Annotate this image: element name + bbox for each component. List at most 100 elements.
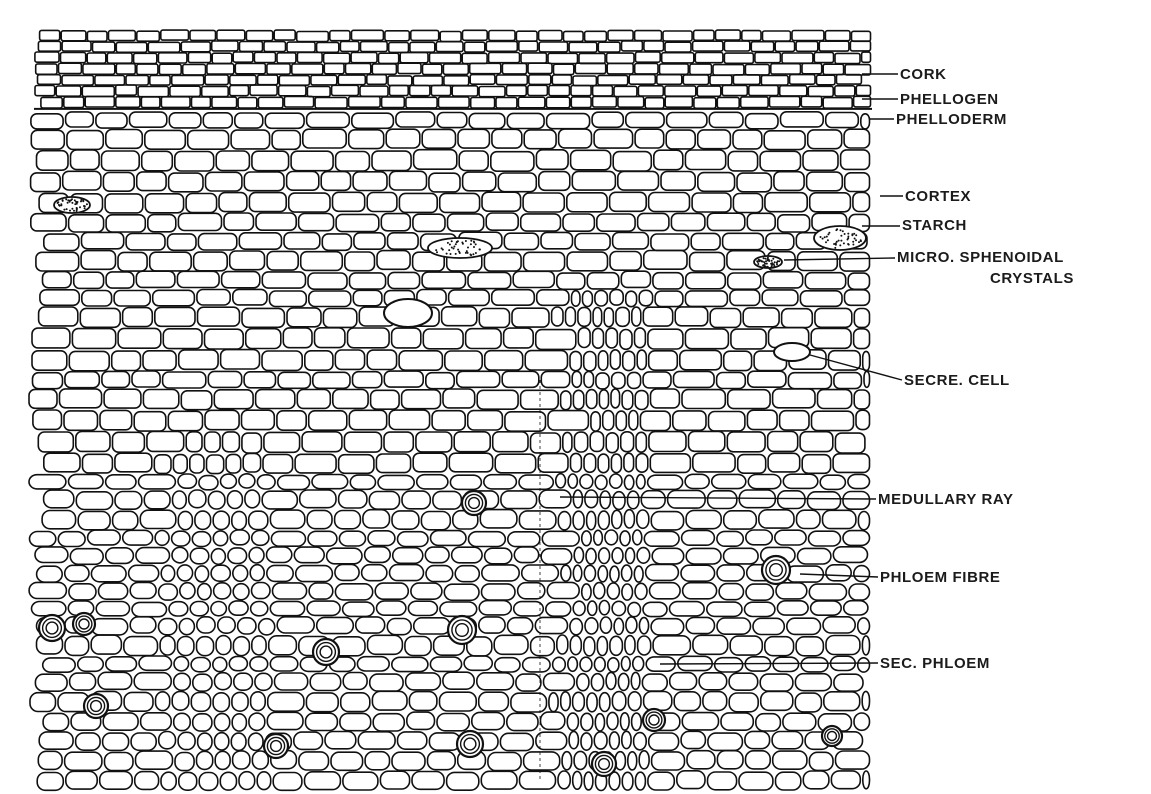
parenchyma-cell [333, 390, 368, 409]
parenchyma-cell [570, 351, 581, 370]
parenchyma-cell [69, 351, 109, 370]
parenchyma-cell [381, 214, 410, 231]
parenchyma-cell [516, 674, 541, 691]
phloem-fibre-cell [592, 752, 616, 776]
parenchyma-cell [100, 771, 133, 789]
parenchyma-cell [235, 113, 263, 128]
parenchyma-cell [339, 455, 374, 474]
parenchyma-cell [626, 617, 637, 633]
parenchyma-cell [800, 291, 842, 307]
parenchyma-cell [568, 657, 578, 671]
parenchyma-cell [682, 390, 725, 409]
parenchyma-cell [306, 693, 338, 712]
parenchyma-cell [273, 583, 307, 599]
parenchyma-cell [255, 673, 272, 690]
parenchyma-cell [841, 150, 870, 170]
parenchyma-cell [577, 674, 589, 691]
parenchyma-cell [675, 307, 708, 326]
parenchyma-cell [287, 172, 319, 191]
parenchyma-cell [33, 373, 63, 389]
parenchyma-cell [148, 215, 176, 232]
parenchyma-cell [653, 636, 690, 655]
parenchyma-cell [668, 490, 706, 508]
label-secre-cell: SECRE. CELL [904, 372, 1010, 389]
parenchyma-cell [504, 328, 534, 348]
parenchyma-cell [409, 692, 437, 711]
cork-cell [665, 86, 696, 96]
parenchyma-cell [76, 432, 110, 452]
parenchyma-cell [208, 371, 241, 387]
phloem-fibre-cell [822, 726, 842, 746]
parenchyma-cell [430, 657, 461, 671]
parenchyma-cell [256, 390, 295, 409]
cork-cell [360, 86, 388, 96]
cork-cell [529, 75, 551, 85]
cork-cell [638, 86, 663, 96]
cork-cell [126, 75, 148, 85]
parenchyma-cell [377, 601, 406, 615]
parenchyma-cell [72, 329, 115, 349]
cork-cell [733, 75, 760, 85]
parenchyma-cell [76, 492, 112, 510]
parenchyma-cell [297, 390, 330, 409]
parenchyma-cell [118, 252, 147, 271]
parenchyma-cell [37, 773, 63, 791]
parenchyma-cell [309, 583, 333, 599]
parenchyma-cell [561, 391, 571, 410]
cork-cell [862, 52, 871, 62]
parenchyma-cell [626, 291, 637, 307]
parenchyma-cell [508, 532, 540, 547]
parenchyma-cell [649, 193, 690, 212]
parenchyma-cell [798, 252, 838, 271]
parenchyma-cell [230, 251, 265, 270]
parenchyma-cell [820, 475, 845, 489]
parenchyma-cell [612, 692, 625, 711]
parenchyma-cell [414, 150, 457, 170]
parenchyma-cell [781, 112, 824, 127]
parenchyma-cell [267, 565, 293, 581]
parenchyma-cell [592, 112, 623, 127]
cork-cell [436, 42, 463, 52]
parenchyma-cell [141, 713, 172, 730]
parenchyma-cell [834, 373, 862, 389]
parenchyma-cell [670, 673, 697, 690]
parenchyma-cell [213, 511, 229, 529]
cork-cell [367, 75, 387, 85]
parenchyma-cell [299, 214, 334, 231]
parenchyma-cell [284, 233, 320, 249]
parenchyma-cell [140, 510, 176, 528]
parenchyma-cell [205, 410, 239, 429]
cork-cell [398, 63, 421, 73]
parenchyma-cell [106, 475, 136, 489]
label-phelloderm: PHELLODERM [896, 111, 1007, 128]
parenchyma-cell [172, 691, 189, 710]
parenchyma-cell [448, 214, 484, 231]
cork-cell [379, 53, 399, 63]
parenchyma-cell [539, 490, 571, 508]
parenchyma-cell [584, 772, 593, 790]
parenchyma-cell [774, 172, 804, 191]
phloem-fibre-cell [84, 694, 108, 718]
cork-cell [823, 98, 852, 109]
parenchyma-cell [265, 113, 304, 128]
parenchyma-cell [67, 131, 103, 150]
parenchyma-cell [823, 510, 856, 528]
parenchyma-cell [649, 733, 679, 750]
cork-cell [549, 86, 570, 96]
parenchyma-cell [782, 309, 813, 328]
parenchyma-cell [826, 636, 860, 655]
parenchyma-cell [810, 193, 851, 212]
parenchyma-cell [787, 618, 821, 634]
parenchyma-cell [175, 753, 194, 771]
parenchyma-cell [637, 510, 649, 528]
parenchyma-cell [245, 490, 260, 508]
parenchyma-cell [780, 411, 809, 430]
cork-cell [107, 53, 132, 63]
cork-cell [59, 63, 82, 73]
parenchyma-cell [154, 455, 171, 474]
parenchyma-cell [29, 389, 57, 408]
parenchyma-cell [437, 714, 469, 731]
parenchyma-cell [218, 617, 236, 633]
parenchyma-cell [233, 584, 249, 600]
parenchyma-cell [621, 657, 630, 671]
